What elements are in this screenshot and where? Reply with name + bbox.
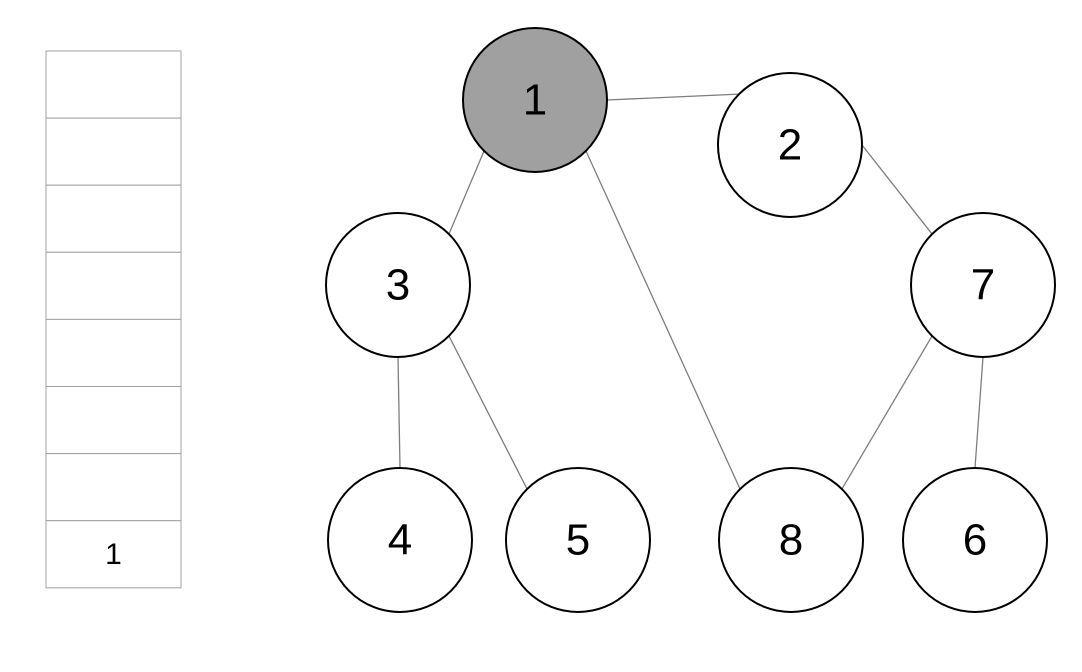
edge-2-7 — [861, 144, 933, 235]
stack-cell-1 — [45, 117, 182, 186]
node-7[interactable] — [910, 212, 1056, 358]
stack-cell-value-7: 1 — [105, 538, 122, 571]
stack-cell-5 — [45, 386, 182, 455]
edge-3-4 — [397, 356, 401, 469]
stack-cell-4 — [45, 318, 182, 387]
node-label-1: 1 — [523, 76, 547, 125]
node-label-8: 8 — [779, 516, 803, 565]
stack-cell-6 — [45, 453, 182, 522]
edge-1-2 — [606, 93, 740, 101]
edge-1-3 — [448, 150, 485, 235]
node-3[interactable] — [325, 212, 471, 358]
node-4[interactable] — [327, 467, 473, 613]
node-label-4: 4 — [388, 516, 412, 565]
node-8[interactable] — [718, 467, 864, 613]
stack-cell-0 — [45, 50, 182, 119]
node-5[interactable] — [505, 467, 651, 613]
node-label-6: 6 — [963, 516, 987, 565]
edge-3-5 — [448, 335, 528, 490]
node-label-2: 2 — [778, 121, 802, 170]
stack-cell-7 — [45, 520, 182, 589]
node-label-3: 3 — [386, 261, 410, 310]
node-6[interactable] — [902, 467, 1048, 613]
stack-cell-2 — [45, 184, 182, 253]
edge-1-8 — [585, 150, 741, 490]
node-label-5: 5 — [566, 516, 590, 565]
node-1[interactable] — [462, 27, 608, 173]
edge-7-6 — [974, 356, 984, 469]
edge-7-8 — [841, 335, 933, 490]
node-2[interactable] — [717, 72, 863, 218]
node-label-7: 7 — [971, 261, 995, 310]
stack-cell-3 — [45, 251, 182, 320]
